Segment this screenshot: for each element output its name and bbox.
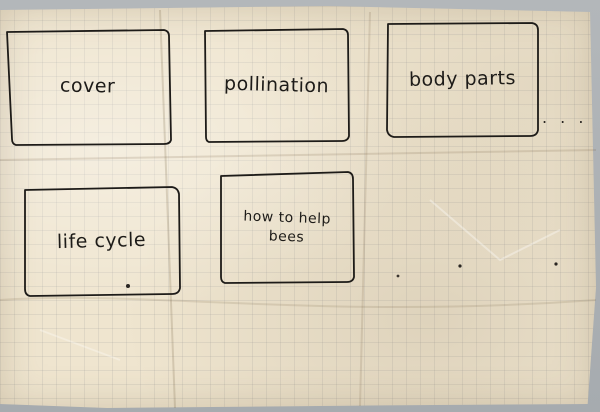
box-outline — [204, 28, 350, 143]
grid-paper-sheet — [0, 6, 596, 408]
box-outline — [6, 29, 172, 146]
box-pollination: pollination — [203, 28, 350, 143]
box-label-line1: how to help — [243, 208, 332, 228]
box-label: cover — [60, 74, 116, 98]
box-how-to-help-bees: how to help bees — [218, 171, 356, 284]
box-cover: cover — [4, 28, 172, 146]
box-label: pollination — [223, 72, 330, 98]
box-label: body parts — [408, 67, 516, 92]
box-outline — [24, 186, 181, 297]
box-label: life cycle — [57, 229, 147, 254]
box-outline — [386, 22, 539, 138]
box-label: how to help bees — [243, 207, 332, 248]
continuation-mark: . . . — [542, 108, 588, 127]
box-outline — [220, 171, 355, 284]
box-life-cycle: life cycle — [22, 186, 182, 298]
box-label-line2: bees — [268, 227, 305, 246]
box-body-parts: body parts — [384, 22, 540, 138]
